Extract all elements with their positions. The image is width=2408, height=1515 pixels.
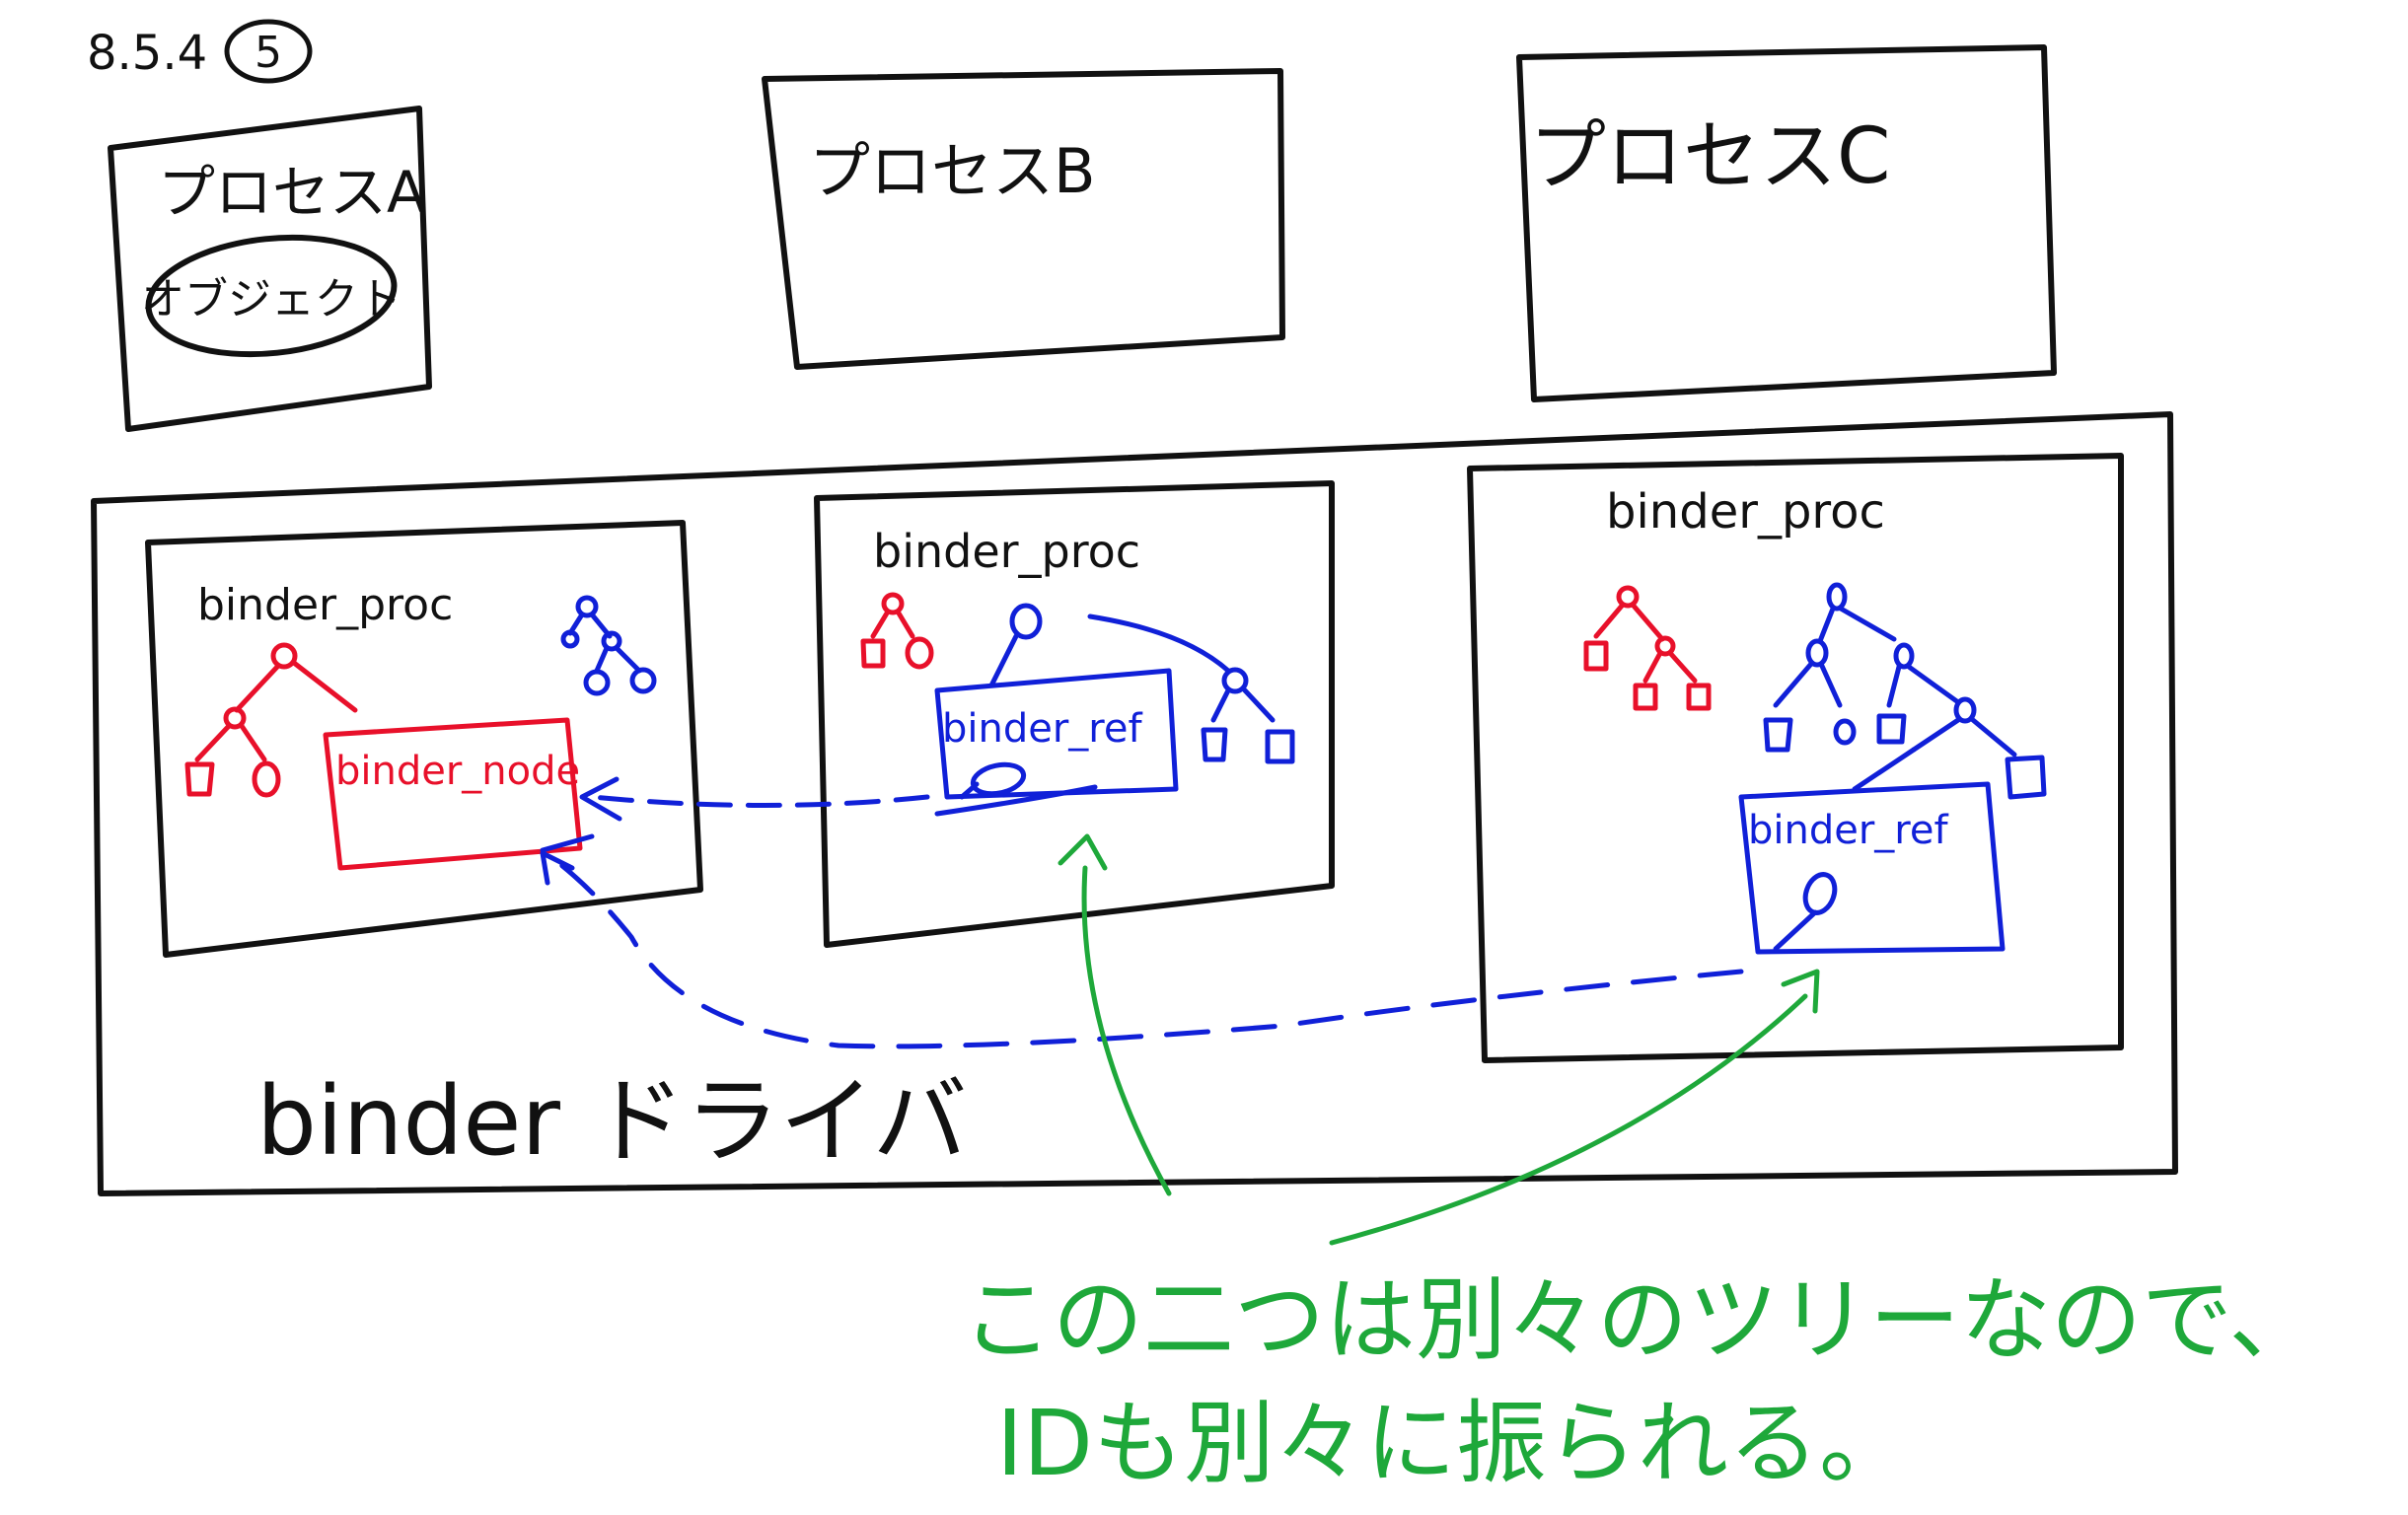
date-label: 8.5.4 [87,26,207,81]
binder-proc-2: binder_proc binder_ref [814,480,1335,948]
object-label: オブジェクト [141,274,401,325]
process-b-box [762,68,1285,370]
binder-node-label: binder_node [335,749,580,794]
process-b: プロセスB [762,68,1285,370]
blue-tree-3 [1763,582,2047,800]
page-number: 5 [255,28,282,78]
arrow-to-ref-2 [1081,865,1172,1196]
binder-proc-3: binder_proc [1467,453,2124,1063]
reference-arrow-from-proc-2 [579,776,930,822]
binder-node-box [323,717,583,871]
process-a: プロセスA オブジェクト [108,106,432,432]
process-c-label: プロセスC [1529,112,1890,201]
binder-proc-2-label: binder_proc [873,525,1140,578]
object-ellipse [145,234,398,358]
binder-ref-box-2 [934,668,1179,800]
binder-proc-3-label: binder_proc [1606,484,1885,540]
page-number-circle [224,19,313,84]
binder-proc-1-box [145,520,703,958]
annotation-arrows [1058,833,1820,1246]
binder-ref-box-3 [1738,781,2006,955]
red-tree-3 [1583,585,1712,711]
blue-tree-2 [988,603,1295,764]
binder-ref-3-ref [1773,872,1838,952]
binder-ref-label-2: binder_ref [942,706,1142,752]
process-a-label: プロセスA [158,159,426,226]
driver-box [91,411,2178,1196]
reference-arrow-from-proc-3 [540,833,1744,1049]
process-a-box [108,106,432,432]
binder-ref-2-ref [934,761,1098,817]
note-line-2: IDも別々に振られる。 [996,1391,1910,1496]
binder-ref-label-3: binder_ref [1748,808,1948,853]
binder-proc-1-label: binder_proc [197,580,453,630]
arrow-to-ref-3 [1329,993,1808,1246]
note-line-1: この二つは別々のツリーなので、 [962,1267,2319,1373]
process-b-label: プロセスB [809,135,1096,207]
binder-proc-3-box [1467,453,2124,1063]
process-c-box [1516,44,2057,402]
dashed-line-3 [549,855,1744,1049]
header: 8.5.4 5 [87,19,313,84]
note: この二つは別々のツリーなので、 IDも別々に振られる。 [962,1267,2319,1496]
arrowhead-green-3 [1781,969,1820,1014]
binder-proc-2-box [814,480,1335,948]
process-c: プロセスC [1516,44,2057,402]
binder-driver: binder ドライバ [91,411,2178,1196]
arrowhead-3 [540,850,575,886]
red-tree-2 [860,592,934,670]
binder-proc-1: binder_proc [145,520,703,958]
dashed-line-2 [589,794,930,808]
driver-label: binder ドライバ [256,1066,968,1177]
arrowhead-green-2 [1058,833,1108,871]
blue-tree-1 [560,595,657,696]
red-tree-1 [184,642,358,798]
arrowhead-2 [579,776,622,822]
